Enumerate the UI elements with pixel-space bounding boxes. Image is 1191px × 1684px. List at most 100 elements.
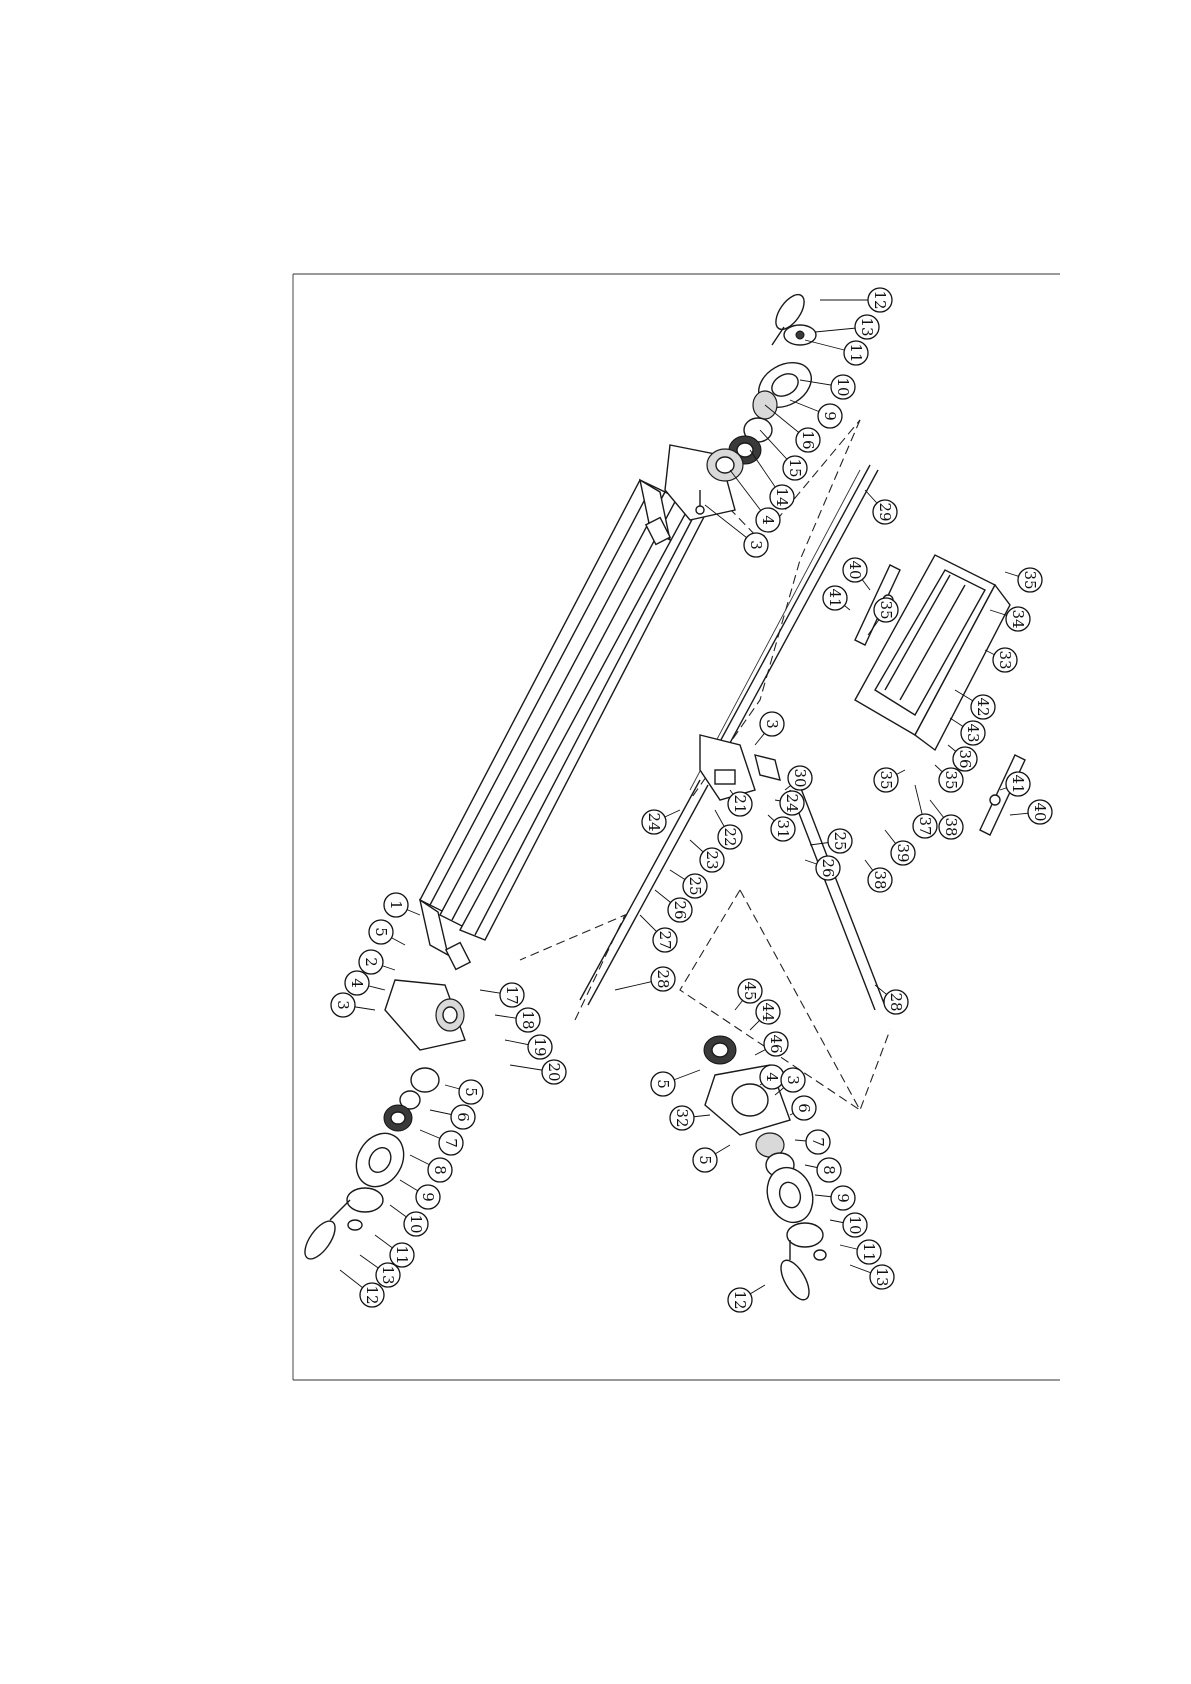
callout-number: 12	[731, 1290, 749, 1309]
callout-number: 42	[974, 697, 992, 716]
callout-number: 5	[696, 1155, 714, 1165]
callout-3: 3	[331, 993, 375, 1017]
callout-number: 6	[795, 1103, 813, 1113]
callout-21: 21	[728, 790, 752, 816]
callout-number: 29	[876, 502, 894, 521]
callout-11: 11	[840, 1240, 881, 1264]
callout-number: 10	[846, 1215, 864, 1234]
callout-29: 29	[865, 490, 897, 524]
callout-18: 18	[495, 1008, 540, 1032]
callout-31: 31	[768, 815, 795, 841]
callout-12: 12	[728, 1285, 765, 1312]
callout-24: 24	[775, 791, 804, 815]
callout-number: 41	[1009, 774, 1027, 793]
callout-number: 3	[747, 540, 765, 550]
callout-30: 30	[785, 766, 812, 790]
callout-number: 4	[348, 978, 366, 988]
callout-5: 5	[445, 1080, 483, 1104]
callout-4: 4	[345, 971, 385, 995]
callout-number: 43	[964, 723, 982, 742]
callout-number: 26	[819, 858, 837, 877]
callout-40: 40	[843, 558, 870, 590]
callout-number: 13	[873, 1267, 891, 1286]
callout-4: 4	[760, 1065, 784, 1089]
callout-8: 8	[410, 1155, 452, 1182]
callout-number: 7	[442, 1138, 460, 1148]
callout-10: 10	[390, 1205, 428, 1236]
callout-number: 30	[791, 768, 809, 787]
callout-number: 35	[877, 770, 895, 789]
callout-number: 1	[387, 900, 405, 910]
callout-number: 24	[645, 812, 663, 831]
callout-28: 28	[615, 967, 675, 991]
callout-number: 4	[759, 515, 777, 525]
callout-23: 23	[690, 840, 724, 872]
callout-number: 28	[654, 969, 672, 988]
callout-number: 14	[773, 487, 791, 506]
callout-number: 38	[871, 870, 889, 889]
callout-number: 40	[846, 560, 864, 579]
callout-number: 13	[858, 317, 876, 336]
callout-number: 4	[763, 1072, 781, 1082]
callout-number: 35	[942, 770, 960, 789]
callout-number: 19	[531, 1037, 549, 1056]
callout-44: 44	[750, 1000, 780, 1030]
callout-27: 27	[640, 915, 677, 952]
callout-number: 36	[956, 749, 974, 768]
callout-8: 8	[805, 1158, 841, 1182]
callout-41: 41	[823, 586, 850, 610]
cross-slide-table	[855, 555, 1010, 750]
callout-number: 25	[831, 831, 849, 850]
callout-5: 5	[651, 1070, 700, 1096]
callout-number: 22	[721, 827, 739, 846]
callout-17: 17	[480, 983, 524, 1007]
callout-number: 11	[847, 343, 865, 362]
callout-5: 5	[369, 920, 405, 945]
callout-3: 3	[755, 712, 784, 745]
callout-number: 31	[774, 819, 792, 838]
callout-number: 15	[786, 458, 804, 477]
callout-40: 40	[1010, 800, 1052, 824]
callout-number: 13	[379, 1265, 397, 1284]
callout-46: 46	[755, 1032, 788, 1056]
callout-9: 9	[815, 1186, 855, 1210]
callout-7: 7	[420, 1130, 463, 1155]
callout-number: 9	[821, 411, 839, 421]
callout-1: 1	[384, 893, 420, 917]
callout-number: 11	[860, 1242, 878, 1261]
callout-43: 43	[950, 718, 985, 745]
callout-33: 33	[985, 648, 1017, 672]
callout-9: 9	[790, 400, 842, 428]
callout-number: 5	[372, 927, 390, 937]
callout-number: 11	[393, 1245, 411, 1264]
callout-6: 6	[790, 1096, 816, 1120]
callout-number: 5	[462, 1087, 480, 1097]
carriage-block	[700, 735, 780, 800]
callout-number: 38	[942, 817, 960, 836]
left-handwheel-assembly	[299, 980, 465, 1264]
callout-number: 3	[334, 1000, 352, 1010]
callout-6: 6	[430, 1105, 475, 1129]
callout-number: 41	[826, 588, 844, 607]
callout-2: 2	[359, 950, 395, 974]
callout-number: 7	[809, 1137, 827, 1147]
callout-number: 6	[454, 1112, 472, 1122]
callout-20: 20	[510, 1060, 566, 1084]
callout-number: 10	[407, 1214, 425, 1233]
callout-number: 24	[783, 793, 801, 812]
callout-number: 18	[519, 1010, 537, 1029]
callout-number: 46	[767, 1034, 785, 1053]
callout-13: 13	[815, 315, 879, 339]
callout-28: 28	[875, 985, 908, 1014]
callout-25: 25	[810, 829, 852, 853]
callout-26: 26	[805, 856, 840, 880]
callout-number: 8	[431, 1165, 449, 1175]
callout-36: 36	[948, 745, 977, 771]
callout-number: 39	[894, 843, 912, 862]
callout-12: 12	[820, 288, 892, 312]
callout-number: 27	[656, 930, 674, 949]
callout-5: 5	[693, 1145, 730, 1172]
callout-number: 25	[686, 876, 704, 895]
